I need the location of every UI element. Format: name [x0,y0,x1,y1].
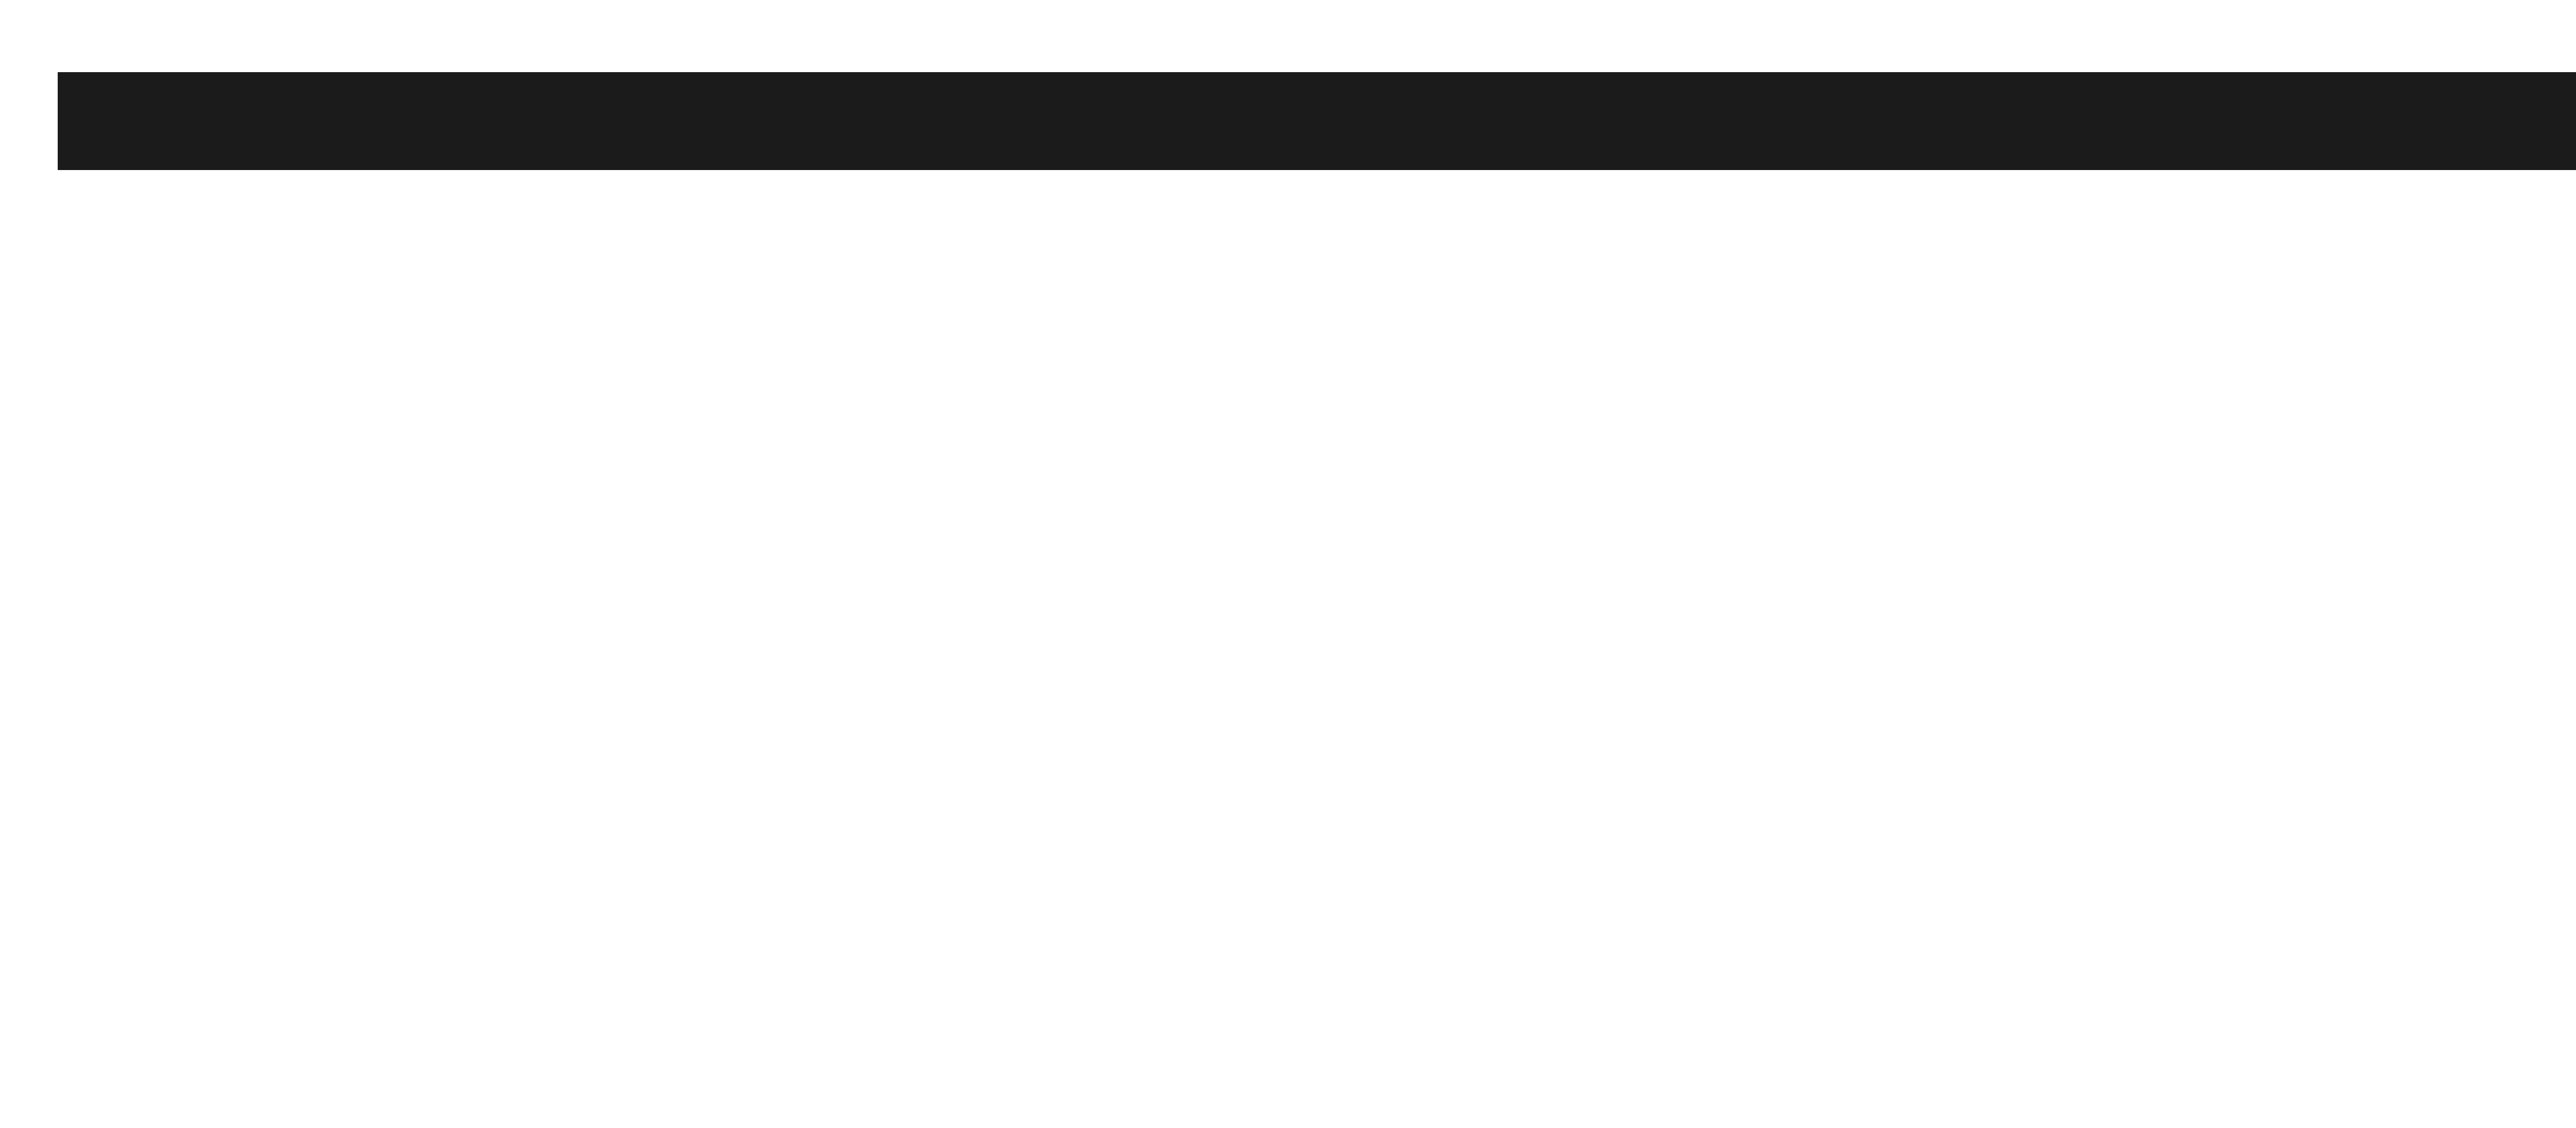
page-title [58,72,2576,170]
